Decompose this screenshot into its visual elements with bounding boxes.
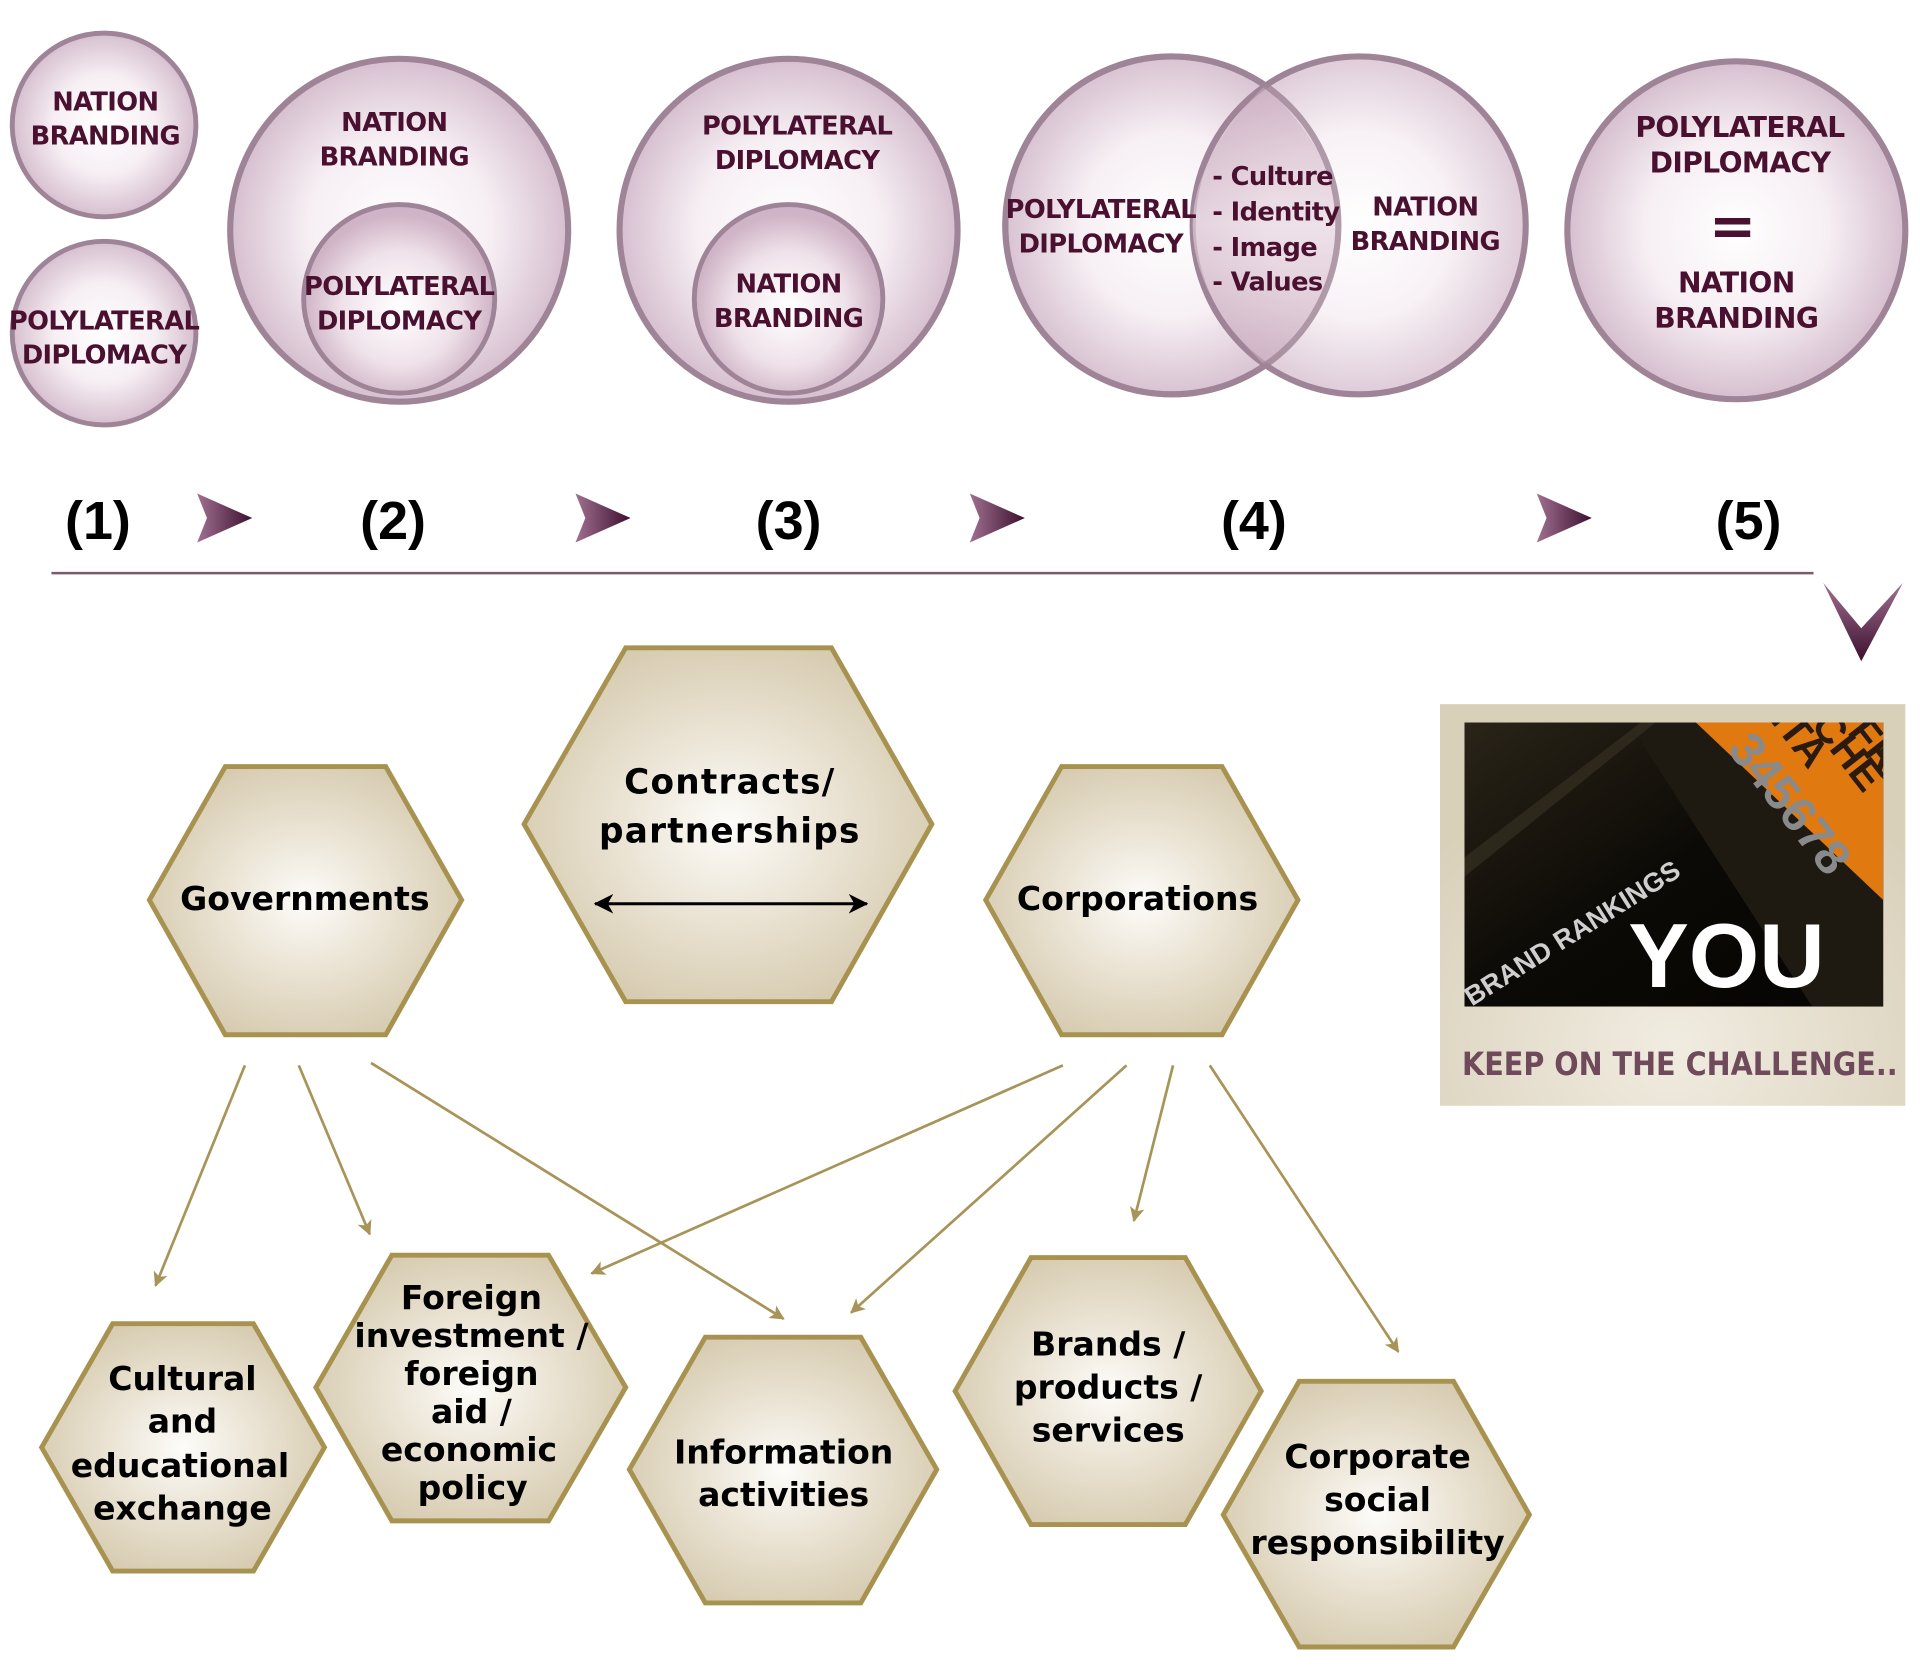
hex-label: and [148,1402,217,1441]
hex-label: Corporate [1284,1437,1470,1476]
hex-label: Brands / [1031,1325,1186,1364]
hex-label: activities [698,1475,869,1514]
step-label-5: (5) [1716,491,1782,551]
card-caption: KEEP ON THE CHALLENGE.. [1462,1045,1898,1083]
circle-nation-branding: NATION BRANDING [9,30,199,220]
hex-corporations: Corporations [982,764,1301,1038]
connector-corp-information [850,1064,1128,1314]
connector-corp-foreign [590,1064,1064,1275]
hex-label: educational [71,1446,289,1485]
venn-right-label: BRANDING [1351,227,1500,257]
circle-equal [1564,58,1909,403]
connector-corp-brands [1130,1065,1175,1223]
hex-label: partnerships [599,812,861,852]
hex-label: Foreign [401,1278,542,1317]
circle-label: POLYLATERAL [304,272,495,302]
circle-label: DIPLOMACY [22,341,187,371]
stage-2: NATION BRANDING POLYLATERAL DIPLOMACY [227,55,572,405]
hex-label: aid / [431,1392,513,1431]
hex-label: Information [674,1432,893,1471]
hex-label: Contracts/ [624,763,835,803]
step-label-2: (2) [360,491,426,551]
venn-left-label: POLYLATERAL [1006,195,1197,225]
hex-label: social [1324,1480,1431,1519]
stage-4: POLYLATERAL DIPLOMACY NATION BRANDING - … [1002,53,1529,398]
hex-label: responsibility [1250,1523,1504,1562]
hex-brands-products: Brands / products / services [952,1255,1265,1527]
hex-label: Corporations [1017,879,1258,918]
stage-3: POLYLATERAL DIPLOMACY NATION BRANDING [616,55,961,405]
circle-label: NATION [1678,267,1795,300]
hex-label: policy [418,1468,528,1507]
circle-label: NATION [341,108,447,138]
hex-label: economic [381,1430,557,1469]
chevron-right-icon [197,493,253,543]
chevron-right-icon [969,493,1025,543]
hex-cultural-exchange: Cultural and educational exchange [38,1321,328,1574]
circle-label: POLYLATERAL [702,112,893,142]
stage-1: NATION BRANDING POLYLATERAL DIPLOMACY [9,30,200,428]
circle-label: BRANDING [31,122,180,152]
circle-label: NATION [52,87,158,117]
circle-label: DIPLOMACY [715,146,880,176]
hex-label: investment / [354,1316,589,1355]
hex-information-activities: Information activities [626,1334,940,1606]
circle-polylateral-diplomacy: POLYLATERAL DIPLOMACY [9,238,200,428]
challenge-card: 345678 ITA CHE FRA NZ BRAND RANKINGS YOU… [1440,704,1906,1106]
photo-you-text: YOU [1628,906,1824,1007]
step-row: (1) (2) (3) (4) (5) [51,491,1903,662]
hex-label: Cultural [108,1359,256,1398]
step-label-4: (4) [1221,491,1287,551]
circle-label: POLYLATERAL [9,306,200,336]
chevron-right-icon [575,493,631,543]
equals-sign: = [1709,194,1756,259]
connector-gov-information [370,1061,785,1320]
chevron-down-icon [1823,582,1903,662]
venn-right-label: NATION [1372,193,1478,223]
venn-overlap [1192,85,1341,365]
circle-label: DIPLOMACY [317,306,482,336]
stage-5: POLYLATERAL DIPLOMACY = NATION BRANDING [1564,58,1909,403]
hex-governments: Governments [146,764,465,1038]
overlap-item: - Image [1212,233,1317,263]
hex-contracts-partnerships: Contracts/ partnerships [521,645,935,1005]
circle-label: NATION [735,270,841,300]
overlap-item: - Culture [1212,162,1333,192]
hex-corporate-social-responsibility: Corporate social responsibility [1220,1378,1533,1650]
step-label-3: (3) [756,491,822,551]
step-label-1: (1) [65,491,131,551]
connector-gov-foreign [297,1064,372,1236]
card-photo: 345678 ITA CHE FRA NZ BRAND RANKINGS YOU [1464,722,1884,1007]
circle-label: DIPLOMACY [1650,147,1832,180]
hex-label: services [1032,1410,1185,1449]
hex-foreign-investment: Foreign investment / foreign aid / econo… [313,1252,629,1524]
hex-label: Governments [180,879,429,918]
chevron-right-icon [1536,493,1592,543]
overlap-item: - Values [1212,267,1323,297]
connector-corp-csr [1208,1064,1400,1353]
circle-inner-polylateral-diplomacy: POLYLATERAL DIPLOMACY [301,202,498,396]
hex-label: foreign [404,1354,538,1393]
circle-label: BRANDING [1654,302,1818,335]
circle-label: BRANDING [320,142,469,172]
overlap-item: - Identity [1212,197,1340,227]
circle-label: POLYLATERAL [1635,111,1845,144]
circle-label: BRANDING [714,304,863,334]
circle-inner-nation-branding: NATION BRANDING [691,202,886,396]
hex-label: products / [1014,1367,1203,1406]
connectors [153,1061,1400,1353]
connector-gov-cultural [153,1064,247,1287]
venn-left-label: DIPLOMACY [1019,229,1184,259]
hex-label: exchange [93,1489,272,1528]
